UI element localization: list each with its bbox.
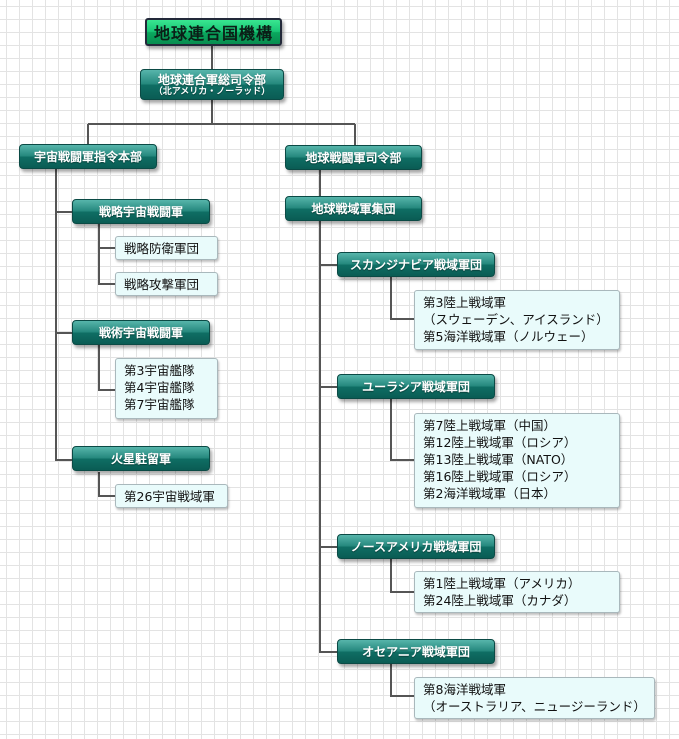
unit-label: 第3宇宙艦隊 <box>124 363 195 378</box>
unit-group-oceania: 第8海洋戦域軍 （オーストラリア、ニュージーランド） <box>414 677 655 719</box>
unit-label: 第3陸上戦域軍 <box>423 295 506 310</box>
oceania-corps-label: オセアニア戦域軍団 <box>362 645 470 659</box>
node-oceania-corps: オセアニア戦域軍団 <box>337 639 495 664</box>
unit-label: 戦略攻撃軍団 <box>124 277 200 292</box>
node-earth-combat-command: 地球戦闘軍司令部 <box>285 145 422 170</box>
unit-strategic-attack: 戦略攻撃軍団 <box>115 272 218 296</box>
unit-label: 第12陸上戦域軍（ロシア） <box>423 435 577 450</box>
node-earth-federation: 地球連合国機構 <box>145 18 282 46</box>
node-earth-theater-group: 地球戦域軍集団 <box>285 196 422 221</box>
unit-label: （スウェーデン、アイスランド） <box>423 312 609 327</box>
unit-label: 第13陸上戦域軍（NATO） <box>423 452 574 467</box>
scandinavia-corps-label: スカンジナビア戦域軍団 <box>349 258 482 272</box>
unit-label: 第16陸上戦域軍（ロシア） <box>423 469 577 484</box>
space-command-label: 宇宙戦闘軍指令本部 <box>33 150 142 164</box>
supreme-hq-title: 地球連合軍総司令部 <box>157 72 266 87</box>
earth-theater-group-label: 地球戦域軍集団 <box>311 202 396 216</box>
unit-label: 第5海洋戦域軍（ノルウェー） <box>423 329 594 344</box>
earth-combat-command-label: 地球戦闘軍司令部 <box>305 151 402 165</box>
unit-label: 第4宇宙艦隊 <box>124 380 195 395</box>
node-supreme-hq: 地球連合軍総司令部 （北アメリカ・ノーラッド） <box>140 69 284 100</box>
supreme-hq-location: （北アメリカ・ノーラッド） <box>153 86 271 97</box>
unit-label: 第24陸上戦域軍（カナダ） <box>423 593 577 608</box>
node-earth-federation-label: 地球連合国機構 <box>153 24 273 43</box>
unit-group-eurasia: 第7陸上戦域軍（中国） 第12陸上戦域軍（ロシア） 第13陸上戦域軍（NATO）… <box>414 413 620 508</box>
unit-26th-space-theater: 第26宇宙戦域軍 <box>115 484 228 508</box>
unit-label: 第26宇宙戦域軍 <box>124 489 215 504</box>
unit-label: 戦略防衛軍団 <box>124 241 200 256</box>
node-space-command: 宇宙戦闘軍指令本部 <box>19 144 157 169</box>
unit-label: （オーストラリア、ニュージーランド） <box>423 699 646 714</box>
unit-label: 第2海洋戦域軍（日本） <box>423 486 556 501</box>
north-america-corps-label: ノースアメリカ戦域軍団 <box>350 540 482 554</box>
mars-garrison-label: 火星駐留軍 <box>110 452 171 466</box>
unit-label: 第8海洋戦域軍 <box>423 682 506 697</box>
unit-group-scandinavia: 第3陸上戦域軍 （スウェーデン、アイスランド） 第5海洋戦域軍（ノルウェー） <box>414 290 620 350</box>
unit-label: 第7宇宙艦隊 <box>124 397 195 412</box>
node-scandinavia-corps: スカンジナビア戦域軍団 <box>337 252 495 277</box>
unit-group-space-fleets: 第3宇宙艦隊 第4宇宙艦隊 第7宇宙艦隊 <box>115 358 218 419</box>
node-mars-garrison: 火星駐留軍 <box>72 446 210 471</box>
node-strategic-space-army: 戦略宇宙戦闘軍 <box>72 199 210 224</box>
unit-strategic-defense: 戦略防衛軍団 <box>115 236 218 260</box>
eurasia-corps-label: ユーラシア戦域軍団 <box>362 380 470 394</box>
unit-label: 第7陸上戦域軍（中国） <box>423 418 556 433</box>
strategic-space-army-label: 戦略宇宙戦闘軍 <box>98 205 183 219</box>
node-north-america-corps: ノースアメリカ戦域軍団 <box>337 534 495 559</box>
node-tactical-space-army: 戦術宇宙戦闘軍 <box>72 320 210 345</box>
unit-group-north-america: 第1陸上戦域軍（アメリカ） 第24陸上戦域軍（カナダ） <box>414 571 620 613</box>
tactical-space-army-label: 戦術宇宙戦闘軍 <box>98 326 183 340</box>
unit-label: 第1陸上戦域軍（アメリカ） <box>423 576 581 591</box>
node-eurasia-corps: ユーラシア戦域軍団 <box>337 374 495 399</box>
